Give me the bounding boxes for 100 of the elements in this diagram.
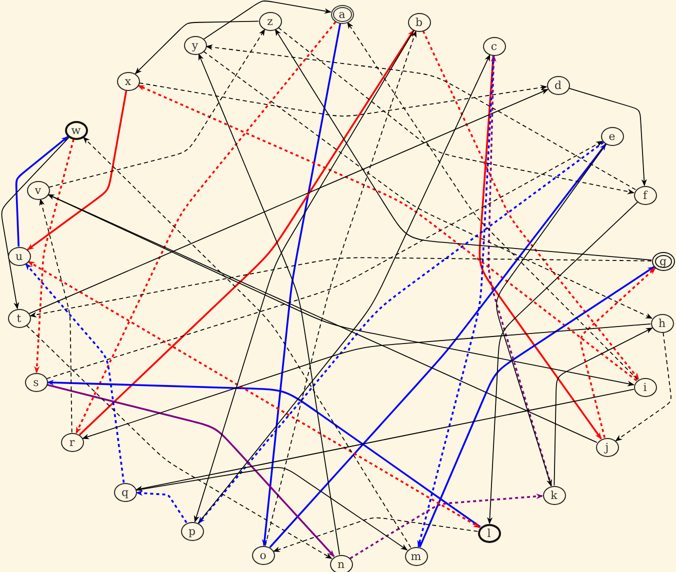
state-node <box>8 246 30 266</box>
state-node <box>180 522 204 540</box>
node-label: f <box>642 190 648 200</box>
arrow <box>27 90 128 250</box>
arrow <box>488 54 552 486</box>
node-label: n <box>337 558 345 570</box>
arrow <box>554 328 653 486</box>
arrow <box>206 44 636 190</box>
arrow <box>264 30 417 546</box>
state-node <box>652 252 674 270</box>
node-label: x <box>124 76 132 86</box>
arrow <box>419 266 655 548</box>
node-label: h <box>658 318 666 328</box>
node-label: p <box>188 526 196 536</box>
arrow <box>272 517 478 552</box>
arrow <box>487 202 638 524</box>
state-node <box>116 72 140 90</box>
arrow <box>274 28 652 260</box>
node-label: a <box>338 8 346 20</box>
arrow <box>269 143 607 548</box>
state-node <box>634 378 656 396</box>
state-node <box>252 546 274 564</box>
arrow <box>134 20 259 74</box>
node-label: j <box>605 442 609 452</box>
state-node <box>478 524 500 542</box>
state-node <box>24 372 48 392</box>
arrow <box>1 137 70 310</box>
arrow <box>204 0 332 40</box>
node-label: r <box>69 436 75 448</box>
arrow <box>496 144 607 486</box>
node-label: e <box>608 130 616 142</box>
arrow <box>136 490 188 524</box>
arrow <box>198 54 490 524</box>
state-node <box>330 554 352 572</box>
state-node <box>114 482 136 502</box>
state-node <box>26 180 50 200</box>
arrow <box>478 55 602 440</box>
node-label: i <box>643 382 647 392</box>
arrow <box>78 30 414 436</box>
state-node <box>600 126 624 146</box>
arrow <box>25 263 125 483</box>
node-label: z <box>267 16 273 26</box>
arrow <box>39 198 72 433</box>
state-node <box>258 12 282 30</box>
arrow <box>138 82 548 116</box>
node-label: u <box>15 250 23 262</box>
arrow <box>46 380 481 528</box>
node-label: s <box>33 376 39 388</box>
node-label: m <box>410 550 422 562</box>
arrow <box>15 136 68 247</box>
arrow <box>194 30 414 522</box>
arrow <box>75 21 336 434</box>
arrow <box>203 50 653 319</box>
arrow <box>28 260 480 528</box>
arrow <box>198 53 340 556</box>
arrow <box>46 140 604 380</box>
arrow <box>278 27 635 194</box>
arrow <box>34 139 74 374</box>
state-node <box>596 438 618 456</box>
node-label: o <box>260 550 266 560</box>
state-node <box>64 120 88 140</box>
state-node <box>60 432 84 452</box>
state-node <box>8 308 30 328</box>
arrow <box>28 88 548 314</box>
state-node <box>546 76 570 94</box>
arrow <box>135 388 634 492</box>
arrow <box>350 494 544 560</box>
state-node <box>542 486 566 504</box>
node-label: c <box>490 40 498 52</box>
state-node <box>650 314 674 332</box>
arrow <box>82 323 651 440</box>
arrow <box>422 30 640 380</box>
arrow <box>615 332 672 442</box>
state-node <box>634 186 656 204</box>
node-label: b <box>415 16 423 28</box>
arrow <box>48 28 266 188</box>
arrow <box>26 324 332 559</box>
node-label: w <box>71 124 81 136</box>
arrow <box>198 142 604 524</box>
state-node <box>404 546 428 566</box>
node-label: d <box>554 80 562 90</box>
arrow <box>47 194 598 443</box>
node-label: v <box>34 184 42 196</box>
arrow <box>262 23 342 546</box>
node-label: q <box>121 486 129 498</box>
arrow <box>138 84 638 382</box>
state-node <box>184 36 206 54</box>
node-label: y <box>192 40 198 50</box>
arrow <box>136 467 408 550</box>
node-label: t <box>16 312 22 324</box>
arrow <box>580 267 656 438</box>
arrow <box>82 136 412 548</box>
node-label: g <box>659 256 667 266</box>
state-node <box>330 4 354 24</box>
node-label: k <box>550 490 558 500</box>
arrow <box>347 22 638 380</box>
node-label: l <box>487 528 491 538</box>
arrow <box>417 55 494 548</box>
arrow <box>30 257 652 318</box>
arrow <box>46 384 335 558</box>
